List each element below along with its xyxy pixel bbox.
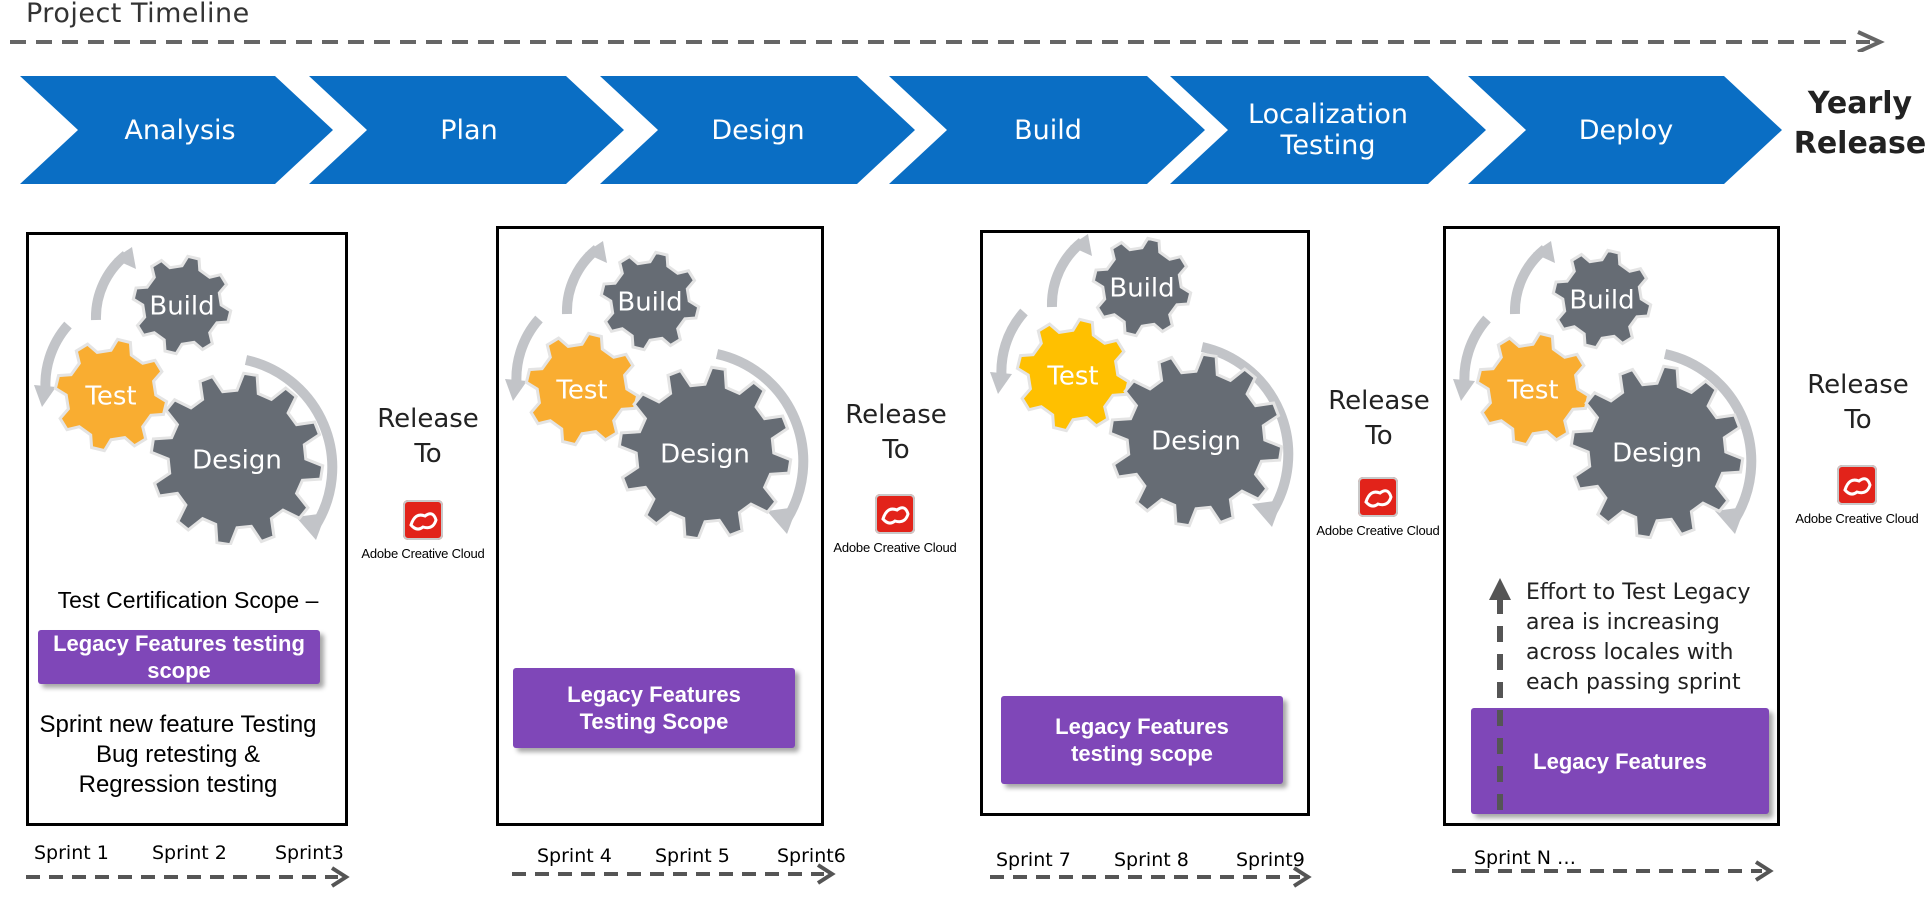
gear-design-icon [1108, 352, 1284, 528]
adobe-cc-label: Adobe Creative Cloud [1795, 511, 1919, 526]
gear-cluster-2: Build Test Design [505, 241, 809, 539]
sprint-label: Sprint 8 [1114, 849, 1189, 871]
gear-test-label: Test [1506, 376, 1558, 406]
gear-test-icon [53, 337, 169, 453]
adobe-cc-badge-3: Adobe Creative Cloud [1303, 477, 1453, 538]
gear-build-label: Build [617, 288, 682, 318]
gear-test-label: Test [84, 382, 136, 412]
legacy-features-box-2: Legacy Features Testing Scope [513, 668, 795, 748]
legacy-features-box-1: Legacy Features testing scope [38, 630, 320, 684]
gear-test-icon [524, 331, 640, 447]
gear-build-label: Build [1109, 274, 1174, 304]
phase-plan: Plan [440, 114, 498, 146]
release-line-1: Release [1807, 370, 1909, 400]
chevron-deploy [1468, 76, 1782, 184]
sprint-testing-line-3: Regression testing [78, 771, 278, 798]
release-to-4: Release To [1788, 368, 1927, 438]
release-line-1: Release [377, 404, 479, 434]
gear-build-icon [1091, 236, 1193, 338]
effort-up-arrow [1489, 578, 1511, 814]
release-to-1: Release To [358, 402, 498, 472]
adobe-cc-logo-icon [1358, 477, 1398, 517]
gear-design-icon [149, 371, 325, 545]
gear-test-label: Test [555, 376, 607, 406]
adobe-cc-badge-4: Adobe Creative Cloud [1782, 465, 1927, 526]
chevron-plan [309, 76, 624, 184]
sprint-label: Sprint 4 [537, 845, 612, 867]
project-timeline-title: Project Timeline [26, 0, 250, 29]
test-certification-scope: Test Certification Scope – [57, 587, 319, 613]
release-to-2: Release To [826, 398, 966, 468]
sprint-label: Sprint3 [275, 842, 344, 864]
adobe-cc-logo-icon [403, 500, 443, 540]
gear-build-label: Build [149, 292, 214, 322]
yearly-release-label: Yearly Release [1793, 86, 1927, 161]
legacy-effort-note: Effort to Test Legacy area is increasing… [1526, 580, 1751, 695]
release-line-2: To [882, 435, 910, 465]
gear-build-label: Build [1569, 286, 1634, 316]
chevron-analysis [20, 76, 333, 184]
gear-cluster-4: Build Test Design [1453, 241, 1757, 539]
timeline-arrow [10, 30, 1885, 52]
release-line-2: To [1844, 405, 1872, 435]
gear-design-icon [1569, 364, 1745, 539]
legacy-features-box-3: Legacy Features testing scope [1001, 696, 1283, 784]
phase-build: Build [1014, 114, 1082, 146]
release-line-2: To [1365, 421, 1393, 451]
adobe-cc-label: Adobe Creative Cloud [1316, 523, 1440, 538]
gear-build-icon [599, 250, 701, 352]
gear-design-label: Design [660, 440, 750, 470]
sprint-label: Sprint 2 [152, 842, 227, 864]
release-line-2: To [414, 439, 442, 469]
gear-build-icon [131, 254, 233, 356]
phase-deploy: Deploy [1578, 114, 1674, 146]
gear-design-icon [617, 365, 793, 539]
sprint-arrows [26, 860, 1774, 888]
gear-test-label: Test [1046, 362, 1098, 392]
chevron-localization [1170, 76, 1486, 184]
chevron-build [889, 76, 1205, 184]
gear-design-label: Design [1612, 439, 1702, 469]
sprint-label: Sprint 5 [655, 845, 730, 867]
adobe-cc-label: Adobe Creative Cloud [361, 546, 485, 561]
sprint-label: Sprint 1 [34, 842, 109, 864]
gear-design-label: Design [1151, 427, 1241, 457]
gear-design-label: Design [192, 446, 282, 476]
sprint-testing-line-2: Bug retesting & [95, 741, 261, 768]
gear-test-icon [1015, 317, 1131, 433]
gear-cluster-1: Build Test Design [34, 247, 338, 545]
adobe-cc-logo-icon [875, 494, 915, 534]
gear-cluster-3: Build Test Design [990, 234, 1294, 528]
sprint-label: Sprint9 [1236, 849, 1305, 871]
adobe-cc-label: Adobe Creative Cloud [833, 540, 957, 555]
phase-chevrons [20, 76, 1782, 184]
sprint-label: Sprint N … [1474, 847, 1576, 869]
legacy-features-box-4: Legacy Features [1471, 708, 1769, 814]
sprint-label: Sprint6 [777, 845, 846, 867]
release-line-1: Release [845, 400, 947, 430]
phase-localization-testing: Localization Testing [1248, 99, 1408, 161]
sprint-label: Sprint 7 [996, 849, 1071, 871]
adobe-cc-badge-1: Adobe Creative Cloud [348, 500, 498, 561]
chevron-design [600, 76, 915, 184]
adobe-cc-badge-2: Adobe Creative Cloud [820, 494, 970, 555]
release-to-3: Release To [1309, 384, 1449, 454]
adobe-cc-logo-icon [1837, 465, 1877, 505]
phase-design: Design [711, 114, 805, 146]
sprint-testing-line-1: Sprint new feature Testing [39, 711, 317, 738]
phase-analysis: Analysis [124, 114, 236, 146]
gear-test-icon [1475, 331, 1591, 447]
gear-build-icon [1551, 248, 1653, 350]
release-line-1: Release [1328, 386, 1430, 416]
